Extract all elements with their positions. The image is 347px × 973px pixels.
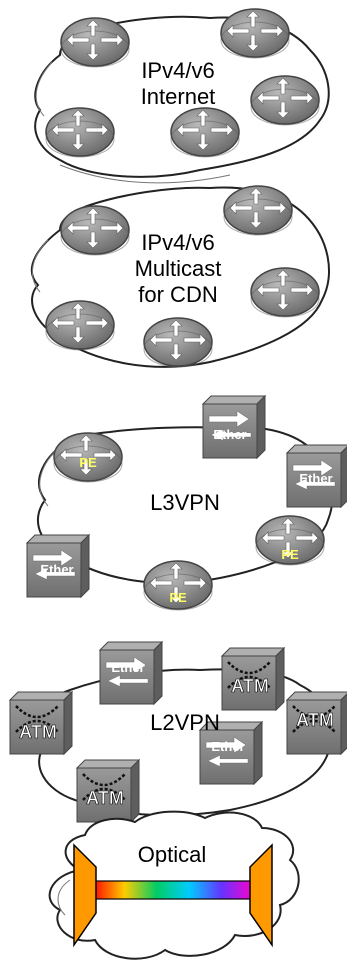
router-icon xyxy=(60,205,130,256)
router-icon xyxy=(45,300,115,351)
internet-cloud-ring xyxy=(34,15,330,178)
ether-label: Ether xyxy=(40,562,73,577)
panel-optical: Optical xyxy=(48,810,300,960)
multicast-cloud-ring xyxy=(31,186,330,368)
l2vpn-label: L2VPN xyxy=(150,710,220,735)
l3vpn-cloud-ring xyxy=(36,426,334,585)
panel-internet: IPv4/v6 Internet xyxy=(34,8,330,184)
panel-multicast: IPv4/v6 Multicast for CDN xyxy=(31,185,330,368)
panel-l2vpn: Ether Ether ATM ATM ATM ATM L2VPN xyxy=(8,641,347,824)
router-icon xyxy=(45,107,115,158)
panel-l3vpn: PE PE PE Ether Ether Ether L3VPN xyxy=(26,395,347,611)
l3vpn-label: L3VPN xyxy=(150,490,220,515)
optical-label: Optical xyxy=(138,842,206,867)
ether-label: Ether xyxy=(211,739,244,754)
atm-label: ATM xyxy=(231,676,269,696)
router-icon xyxy=(60,17,130,68)
ether-label: Ether xyxy=(111,660,144,675)
router-icon xyxy=(143,317,213,368)
router-icon xyxy=(250,267,320,318)
router-icon xyxy=(220,8,290,59)
internet-label-line2: Internet xyxy=(141,84,216,109)
optical-endpoint-left xyxy=(73,843,97,948)
multicast-label-line1: IPv4/v6 xyxy=(141,230,214,255)
optical-fiber-link xyxy=(91,880,255,900)
pe-label: PE xyxy=(79,455,97,470)
router-icon xyxy=(250,75,320,126)
atm-label: ATM xyxy=(19,722,57,742)
ether-label: Ether xyxy=(213,427,246,442)
multicast-label-line2: Multicast xyxy=(135,256,222,281)
l2vpn-cloud-ring xyxy=(37,668,333,817)
pe-label: PE xyxy=(281,547,299,562)
pe-label: PE xyxy=(169,590,187,605)
atm-label: ATM xyxy=(86,788,124,808)
router-icon xyxy=(223,185,293,236)
internet-label-line1: IPv4/v6 xyxy=(141,58,214,83)
router-icon xyxy=(170,107,240,158)
ether-label: Ether xyxy=(299,471,332,486)
atm-label: ATM xyxy=(296,710,334,730)
optical-endpoint-right xyxy=(249,843,273,948)
multicast-label-line3: for CDN xyxy=(138,282,217,307)
